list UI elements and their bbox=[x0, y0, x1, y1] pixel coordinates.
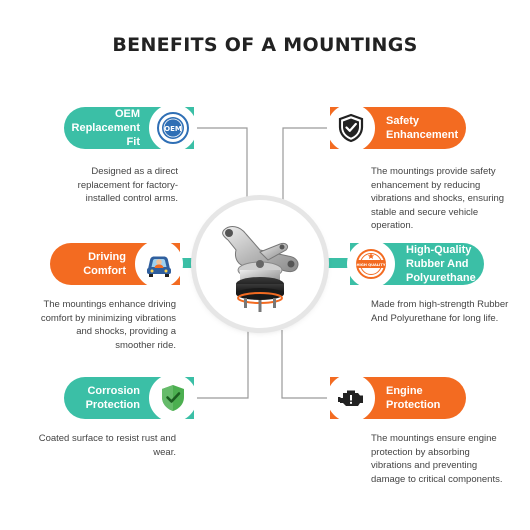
benefit-oem-label: OEM Replacement Fit bbox=[71, 108, 140, 148]
benefit-quality-pill: HIGH QUALITY High-Quality Rubber And Pol… bbox=[347, 240, 484, 288]
svg-text:OEM: OEM bbox=[164, 125, 182, 133]
center-product-hub bbox=[196, 200, 324, 328]
connector-corrosion bbox=[194, 330, 249, 399]
connector-safety bbox=[282, 127, 330, 205]
connector-oem bbox=[194, 127, 248, 205]
benefit-quality-description: Made from high-strength Rubber And Polyu… bbox=[371, 299, 509, 324]
benefit-safety-description: The mountings provide safety enhancement… bbox=[371, 166, 505, 231]
high-quality-stamp-icon: HIGH QUALITY bbox=[347, 240, 395, 288]
benefit-corrosion-description: Coated surface to resist rust and wear. bbox=[38, 433, 176, 458]
benefit-comfort-description: The mountings enhance driving comfort by… bbox=[40, 299, 176, 351]
oem-quality-seal-icon: OEM bbox=[149, 104, 197, 152]
benefit-oem-description: Designed as a direct replacement for fac… bbox=[77, 166, 178, 204]
svg-text:HIGH QUALITY: HIGH QUALITY bbox=[357, 263, 386, 267]
engine-warning-icon bbox=[327, 374, 375, 422]
engine-mount-product-image bbox=[222, 226, 299, 312]
benefit-comfort-pill: Driving Comfort bbox=[50, 240, 183, 288]
page-title: BENEFITS OF A MOUNTINGS bbox=[112, 34, 418, 56]
connector-engine bbox=[281, 330, 330, 399]
benefit-corrosion-label: Corrosion Protection bbox=[85, 385, 140, 411]
shield-check-icon bbox=[327, 104, 375, 152]
benefit-engine-pill: Engine Protection bbox=[327, 374, 466, 422]
benefit-quality-label: High-Quality Rubber And Polyurethane bbox=[406, 244, 476, 284]
driver-in-car-icon bbox=[135, 240, 183, 288]
benefit-engine-label: Engine Protection bbox=[386, 385, 441, 411]
shield-check-icon bbox=[149, 374, 197, 422]
benefit-comfort-label: Driving Comfort bbox=[83, 251, 126, 277]
benefit-engine-description: The mountings ensure engine protection b… bbox=[371, 433, 503, 485]
benefit-safety-label: Safety Enhancement bbox=[386, 115, 459, 141]
benefit-safety-pill: Safety Enhancement bbox=[327, 104, 466, 152]
benefit-corrosion-pill: Corrosion Protection bbox=[64, 374, 197, 422]
benefit-oem-pill: OEM Replacement Fit OEM bbox=[64, 104, 197, 152]
